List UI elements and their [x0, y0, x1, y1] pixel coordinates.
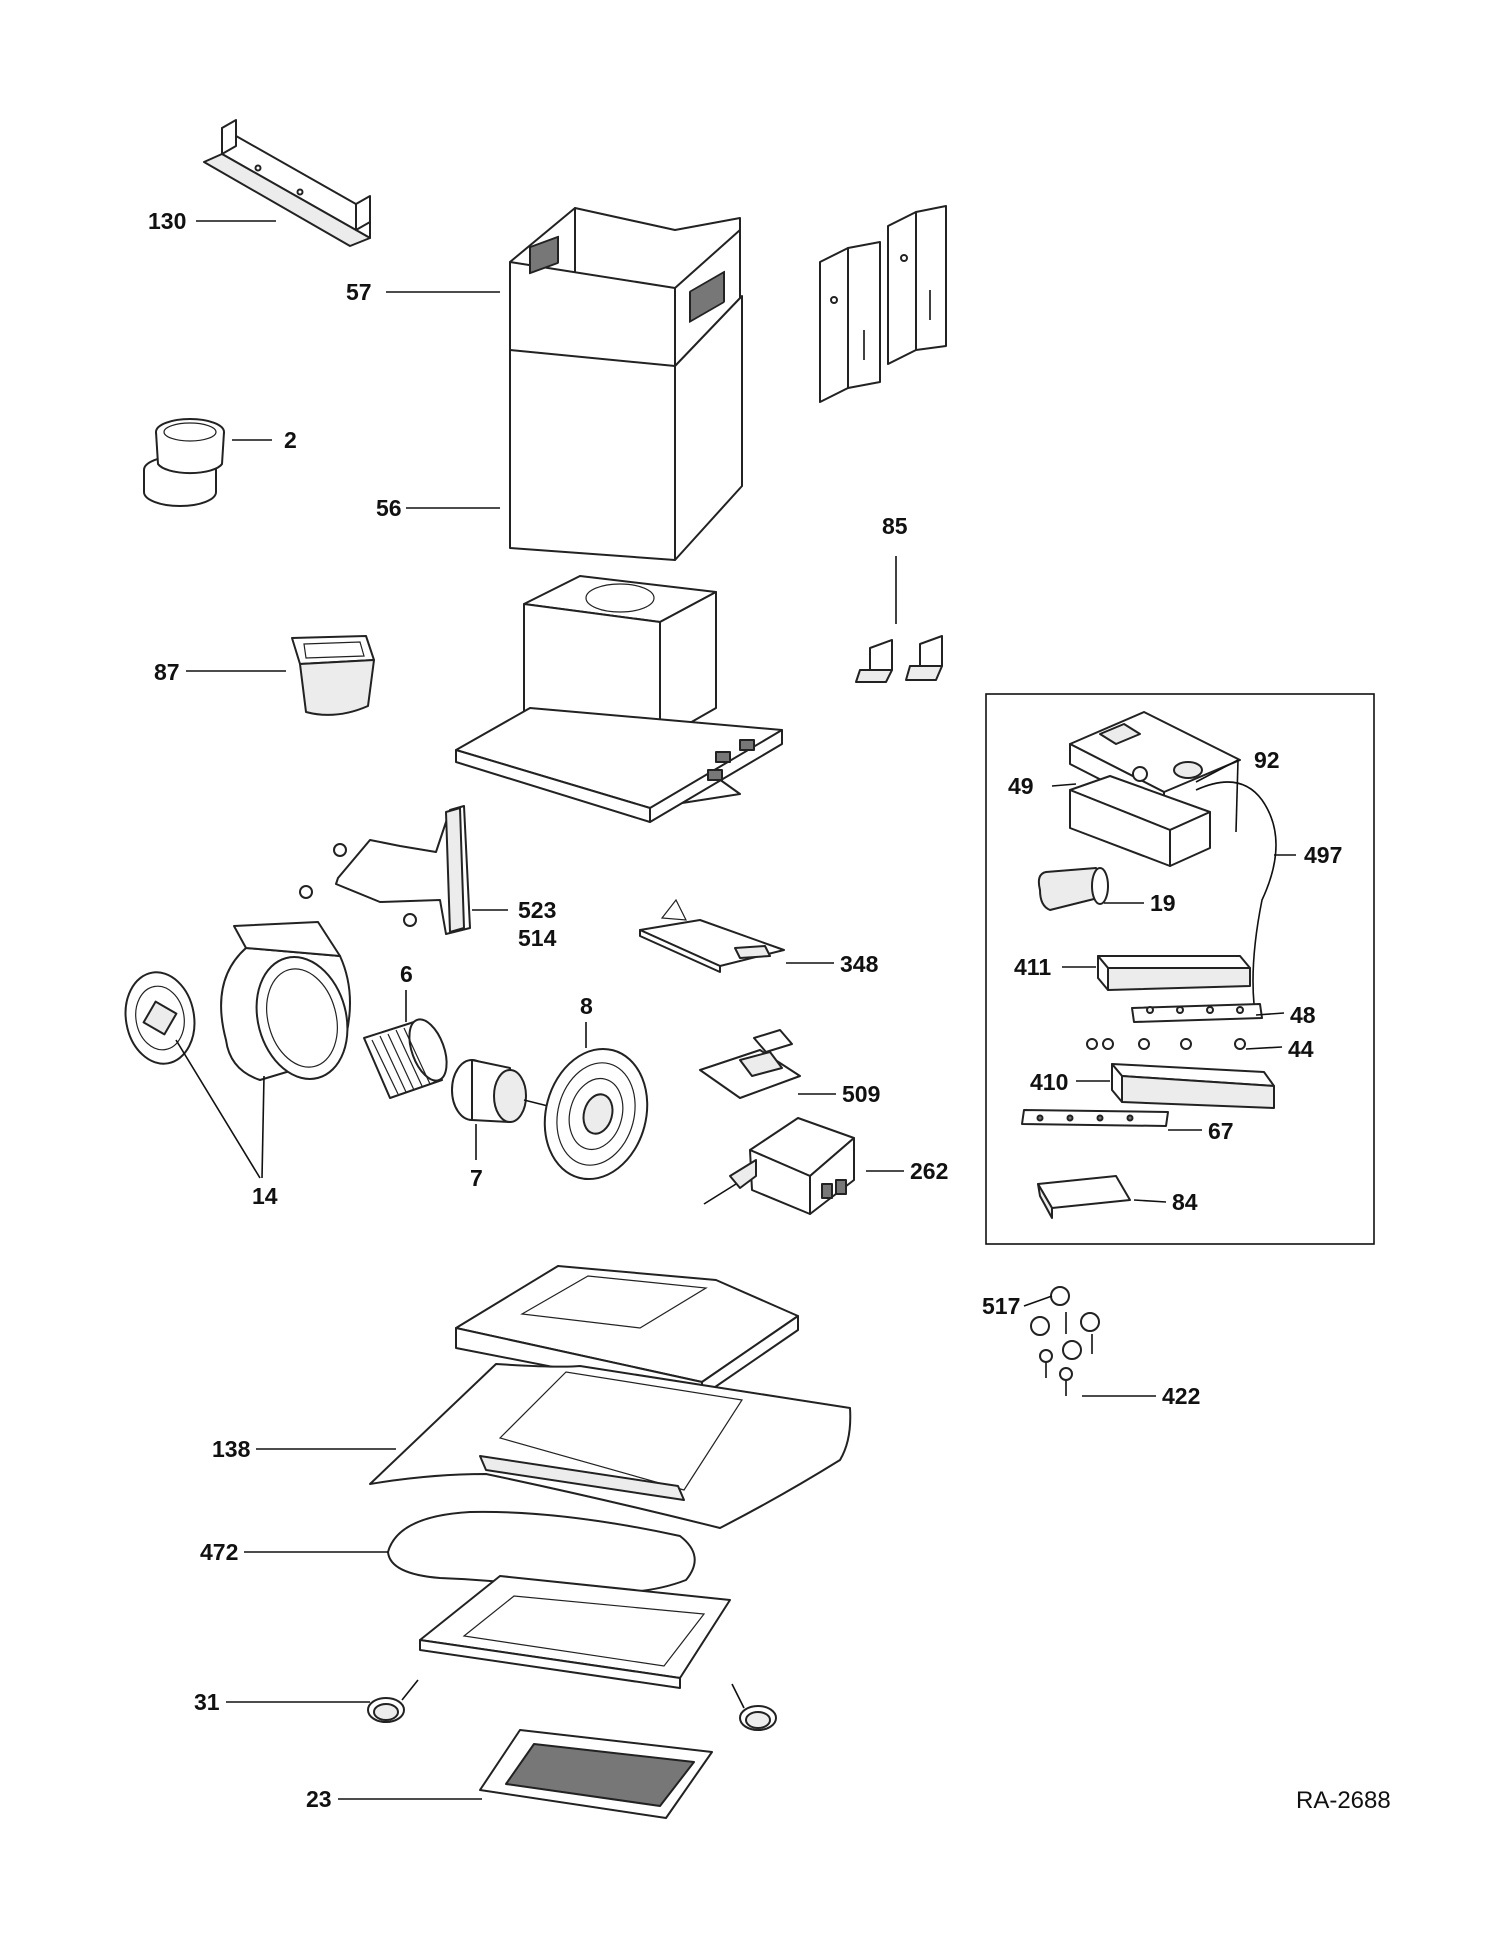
callout-92: 92 [1254, 747, 1280, 773]
part-262-transformer [703, 1117, 855, 1215]
callout-472: 472 [200, 1539, 238, 1565]
callout-422: 422 [1162, 1383, 1200, 1409]
part-48-switch-board [1131, 1003, 1263, 1023]
callout-523: 523 [518, 897, 556, 923]
part-67-control-label [1021, 1109, 1169, 1127]
callout-44: 44 [1288, 1036, 1314, 1062]
callout-14: 14 [252, 1183, 278, 1209]
part-410-control-panel [1111, 1063, 1275, 1109]
callout-2: 2 [284, 427, 297, 453]
callout-56: 56 [376, 495, 402, 521]
part-19-capacitor [1037, 867, 1109, 911]
control-assembly-frame [985, 693, 1375, 1245]
part-31-lights [367, 1679, 777, 1731]
part-23-grease-filter [479, 1729, 713, 1819]
callout-138: 138 [212, 1436, 251, 1462]
part-509-fuse-holder [699, 1029, 801, 1099]
part-6-blower-wheel [363, 1018, 448, 1099]
callout-84: 84 [1172, 1189, 1198, 1215]
part-85-clips [855, 635, 943, 683]
callout-85: 85 [882, 513, 908, 539]
callout-130: 130 [148, 208, 186, 234]
callout-517: 517 [982, 1293, 1020, 1319]
part-filter-frame [419, 1575, 731, 1689]
callout-57: 57 [346, 279, 372, 305]
callout-19: 19 [1150, 890, 1176, 916]
part-49-control-box [1069, 711, 1241, 867]
callout-31: 31 [194, 1689, 220, 1715]
callout-7: 7 [470, 1165, 483, 1191]
part-14-blower-housing [124, 921, 351, 1081]
callout-labels: 130 57 2 56 85 87 92 49 497 19 411 48 44… [148, 208, 1391, 1814]
part-8-blower-plate [543, 1047, 649, 1181]
part-523-blower-bracket [299, 805, 471, 935]
part-348-plate [639, 898, 785, 973]
part-2-duct-connector [143, 418, 225, 507]
part-411-light-bar [1097, 955, 1251, 991]
callout-67: 67 [1208, 1118, 1234, 1144]
part-138-canopy [369, 1363, 852, 1529]
leader-lines [175, 220, 1296, 1800]
callout-49: 49 [1008, 773, 1034, 799]
callout-262: 262 [910, 1158, 948, 1184]
part-472-gasket [387, 1510, 696, 1594]
callout-87: 87 [154, 659, 180, 685]
callout-23: 23 [306, 1786, 332, 1812]
part-56-lower-chimney [509, 295, 743, 561]
callout-48: 48 [1290, 1002, 1316, 1028]
callout-509: 509 [842, 1081, 880, 1107]
callout-348: 348 [840, 951, 879, 977]
part-517-422-hardware [1030, 1286, 1100, 1396]
callout-410: 410 [1030, 1069, 1068, 1095]
callout-6: 6 [400, 961, 413, 987]
part-130-mounting-bracket [203, 119, 371, 247]
part-hood-body [455, 575, 783, 823]
part-44-buttons [1086, 1038, 1246, 1050]
drawing-code: RA-2688 [1296, 1787, 1391, 1814]
callout-8: 8 [580, 993, 593, 1019]
part-chimney-support-brackets [819, 205, 947, 403]
part-7-motor [451, 1059, 549, 1123]
part-84-light-transformer [1037, 1175, 1131, 1219]
callout-514: 514 [518, 925, 557, 951]
part-87-damper [291, 635, 375, 716]
callout-497: 497 [1304, 842, 1342, 868]
callout-411: 411 [1014, 954, 1051, 980]
